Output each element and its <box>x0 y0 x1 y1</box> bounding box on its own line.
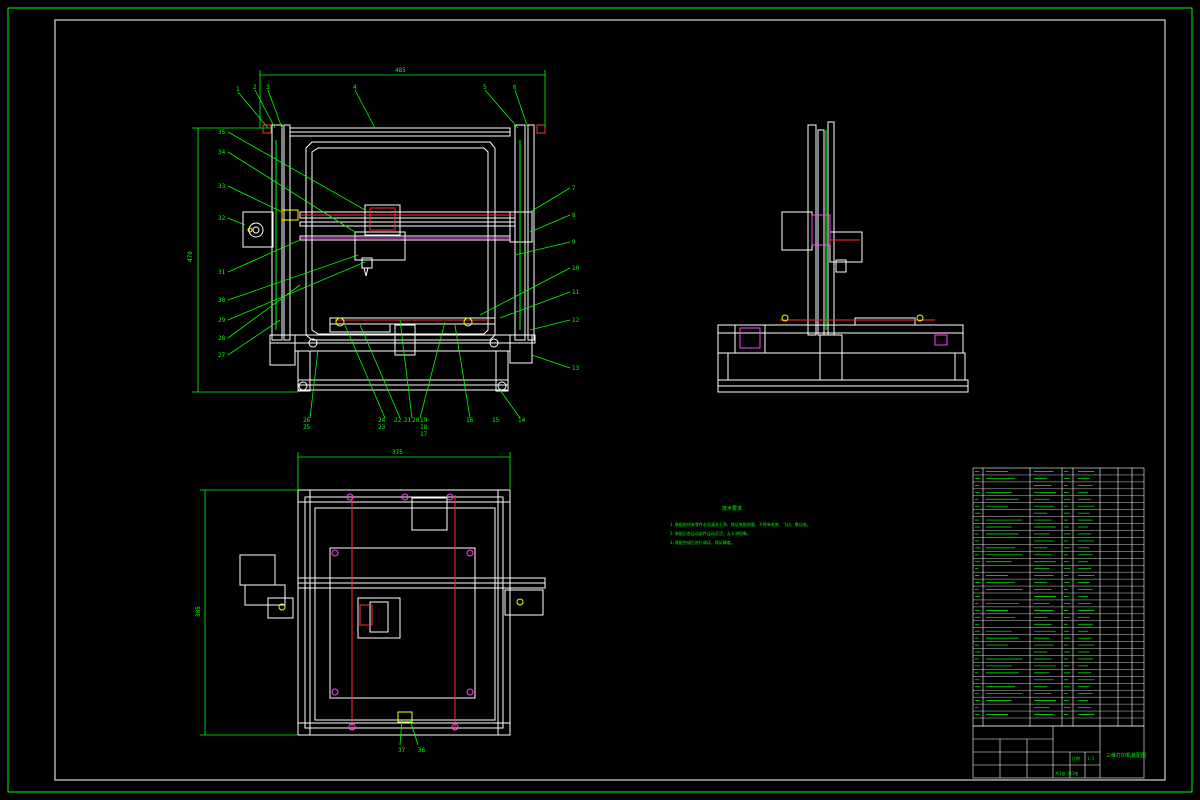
callout-18: 18 <box>420 424 428 431</box>
callout-1: 1 <box>236 86 240 93</box>
drawing-title: 三维打印机装配图 <box>1106 752 1146 759</box>
front-view-colored <box>247 124 546 330</box>
callout-10: 10 <box>572 265 580 272</box>
notes-line-1: 1.装配前所有零件必须清洗干净，保证装配质量，不得有毛刺、飞边、氧化皮。 <box>670 521 811 527</box>
callout-13: 13 <box>572 365 580 372</box>
callout-12: 12 <box>572 317 580 324</box>
callout-17: 17 <box>420 431 428 438</box>
top-view-dimensions <box>200 452 511 746</box>
scale-label: 比例 <box>1072 755 1080 761</box>
technical-notes: 技术要求 1.装配前所有零件必须清洗干净，保证装配质量，不得有毛刺、飞边、氧化皮… <box>670 505 811 545</box>
callout-33: 33 <box>218 183 226 190</box>
dim-width-front: 485 <box>395 67 406 74</box>
callout-28: 28 <box>218 335 226 342</box>
callout-29: 29 <box>218 317 226 324</box>
callout-2: 2 <box>253 84 257 91</box>
callout-21: 21 <box>404 417 412 424</box>
side-view <box>717 121 969 393</box>
callout-25: 25 <box>303 424 311 431</box>
callout-37: 37 <box>398 747 406 754</box>
callout-30: 30 <box>218 297 226 304</box>
front-view-dimensions <box>192 70 571 419</box>
callout-9: 9 <box>572 239 576 246</box>
callout-6: 6 <box>513 84 517 91</box>
callout-4: 4 <box>353 84 357 91</box>
callout-26: 26 <box>303 417 311 424</box>
callout-19: 19 <box>420 417 428 424</box>
parts-list-rows <box>973 474 1144 719</box>
callout-5: 5 <box>483 84 487 91</box>
callout-3: 3 <box>266 84 270 91</box>
front-view-callouts: 485 470 1 2 3 4 5 6 7 8 9 10 11 12 13 35… <box>187 67 580 438</box>
callout-36: 36 <box>418 747 426 754</box>
callout-32: 32 <box>218 215 226 222</box>
callout-7: 7 <box>572 185 576 192</box>
parts-list-entries <box>975 471 1095 715</box>
sheet-count: 共1张 第1张 <box>1055 770 1078 776</box>
outer-border <box>7 7 1193 793</box>
callout-34: 34 <box>218 149 226 156</box>
callout-15: 15 <box>492 417 500 424</box>
callout-24: 24 <box>378 417 386 424</box>
callout-11: 11 <box>572 289 580 296</box>
callout-23: 23 <box>378 424 386 431</box>
notes-title: 技术要求 <box>722 505 742 512</box>
callout-14: 14 <box>518 417 526 424</box>
dim-height-front: 470 <box>187 251 194 262</box>
title-block-text: 三维打印机装配图 比例 1:5 共1张 第1张 <box>1055 752 1146 776</box>
callout-20: 20 <box>412 417 420 424</box>
scale-value: 1:5 <box>1087 756 1095 761</box>
side-view-colored <box>739 130 948 349</box>
top-view <box>239 489 546 736</box>
callout-35: 35 <box>218 129 226 136</box>
inner-border <box>54 19 1166 781</box>
notes-line-3: 3.装配完成后进行调试，保证精度。 <box>670 539 735 545</box>
notes-line-2: 2.装配后各运动部件运动灵活，无卡滞现象。 <box>670 530 751 536</box>
dim-width-top: 375 <box>392 449 403 456</box>
title-block <box>972 725 1145 779</box>
callout-16: 16 <box>466 417 474 424</box>
callout-8: 8 <box>572 212 576 219</box>
front-view <box>242 124 536 392</box>
top-view-colored <box>278 493 524 731</box>
dim-height-top: 385 <box>195 606 202 617</box>
parts-list <box>972 467 1145 727</box>
top-view-labels: 375 385 37 36 <box>195 449 426 754</box>
callout-31: 31 <box>218 269 226 276</box>
callout-27: 27 <box>218 352 226 359</box>
callout-22: 22 <box>394 417 402 424</box>
